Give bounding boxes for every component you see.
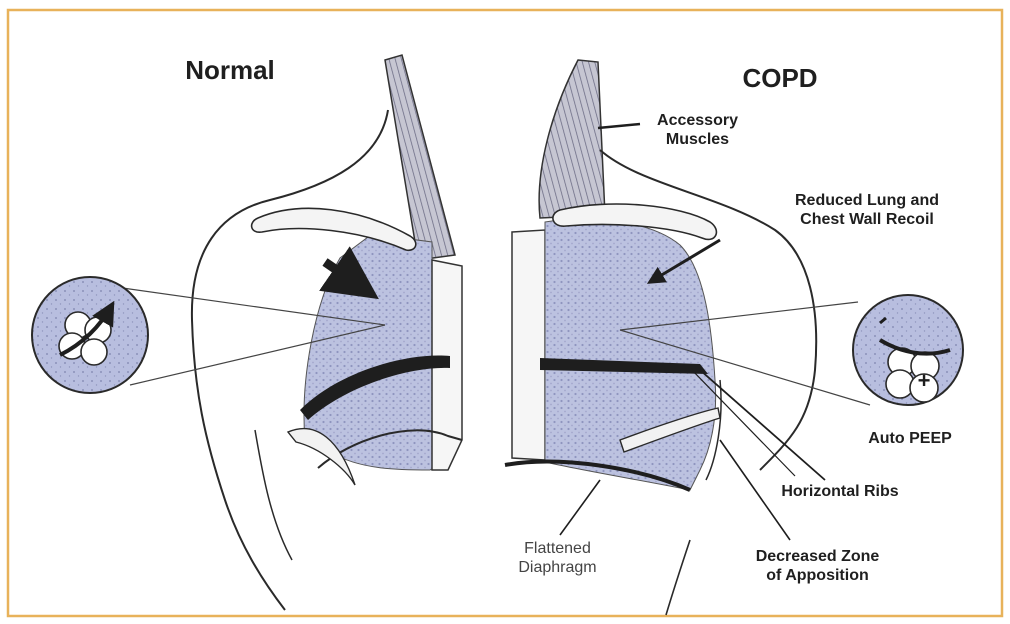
- label-reduced-recoil: Reduced Lung and Chest Wall Recoil: [772, 192, 962, 230]
- label-accessory-muscles: Accessory Muscles: [640, 112, 755, 150]
- normal-arm-outline: [255, 430, 292, 560]
- normal-heading: Normal: [170, 55, 290, 86]
- normal-clavicle: [252, 208, 416, 250]
- copd-flank-outline: [666, 540, 690, 615]
- normal-alveoli-inset: [32, 277, 148, 393]
- label-decreased-zone: Decreased Zone of Apposition: [735, 548, 900, 586]
- plus-icon: +: [918, 368, 931, 393]
- normal-thorax: [32, 55, 462, 610]
- copd-alveoli-inset: +: [853, 295, 963, 405]
- leader-diaphragm: [560, 480, 600, 535]
- copd-sternum: [512, 230, 545, 460]
- label-flattened-diaphragm: Flattened Diaphragm: [505, 540, 610, 578]
- leader-accessory: [598, 124, 640, 128]
- label-horizontal-ribs: Horizontal Ribs: [770, 483, 910, 502]
- copd-heading: COPD: [725, 63, 835, 94]
- label-auto-peep: Auto PEEP: [855, 430, 965, 449]
- figure-border: [8, 10, 1002, 616]
- copd-accessory-muscle: [539, 60, 605, 218]
